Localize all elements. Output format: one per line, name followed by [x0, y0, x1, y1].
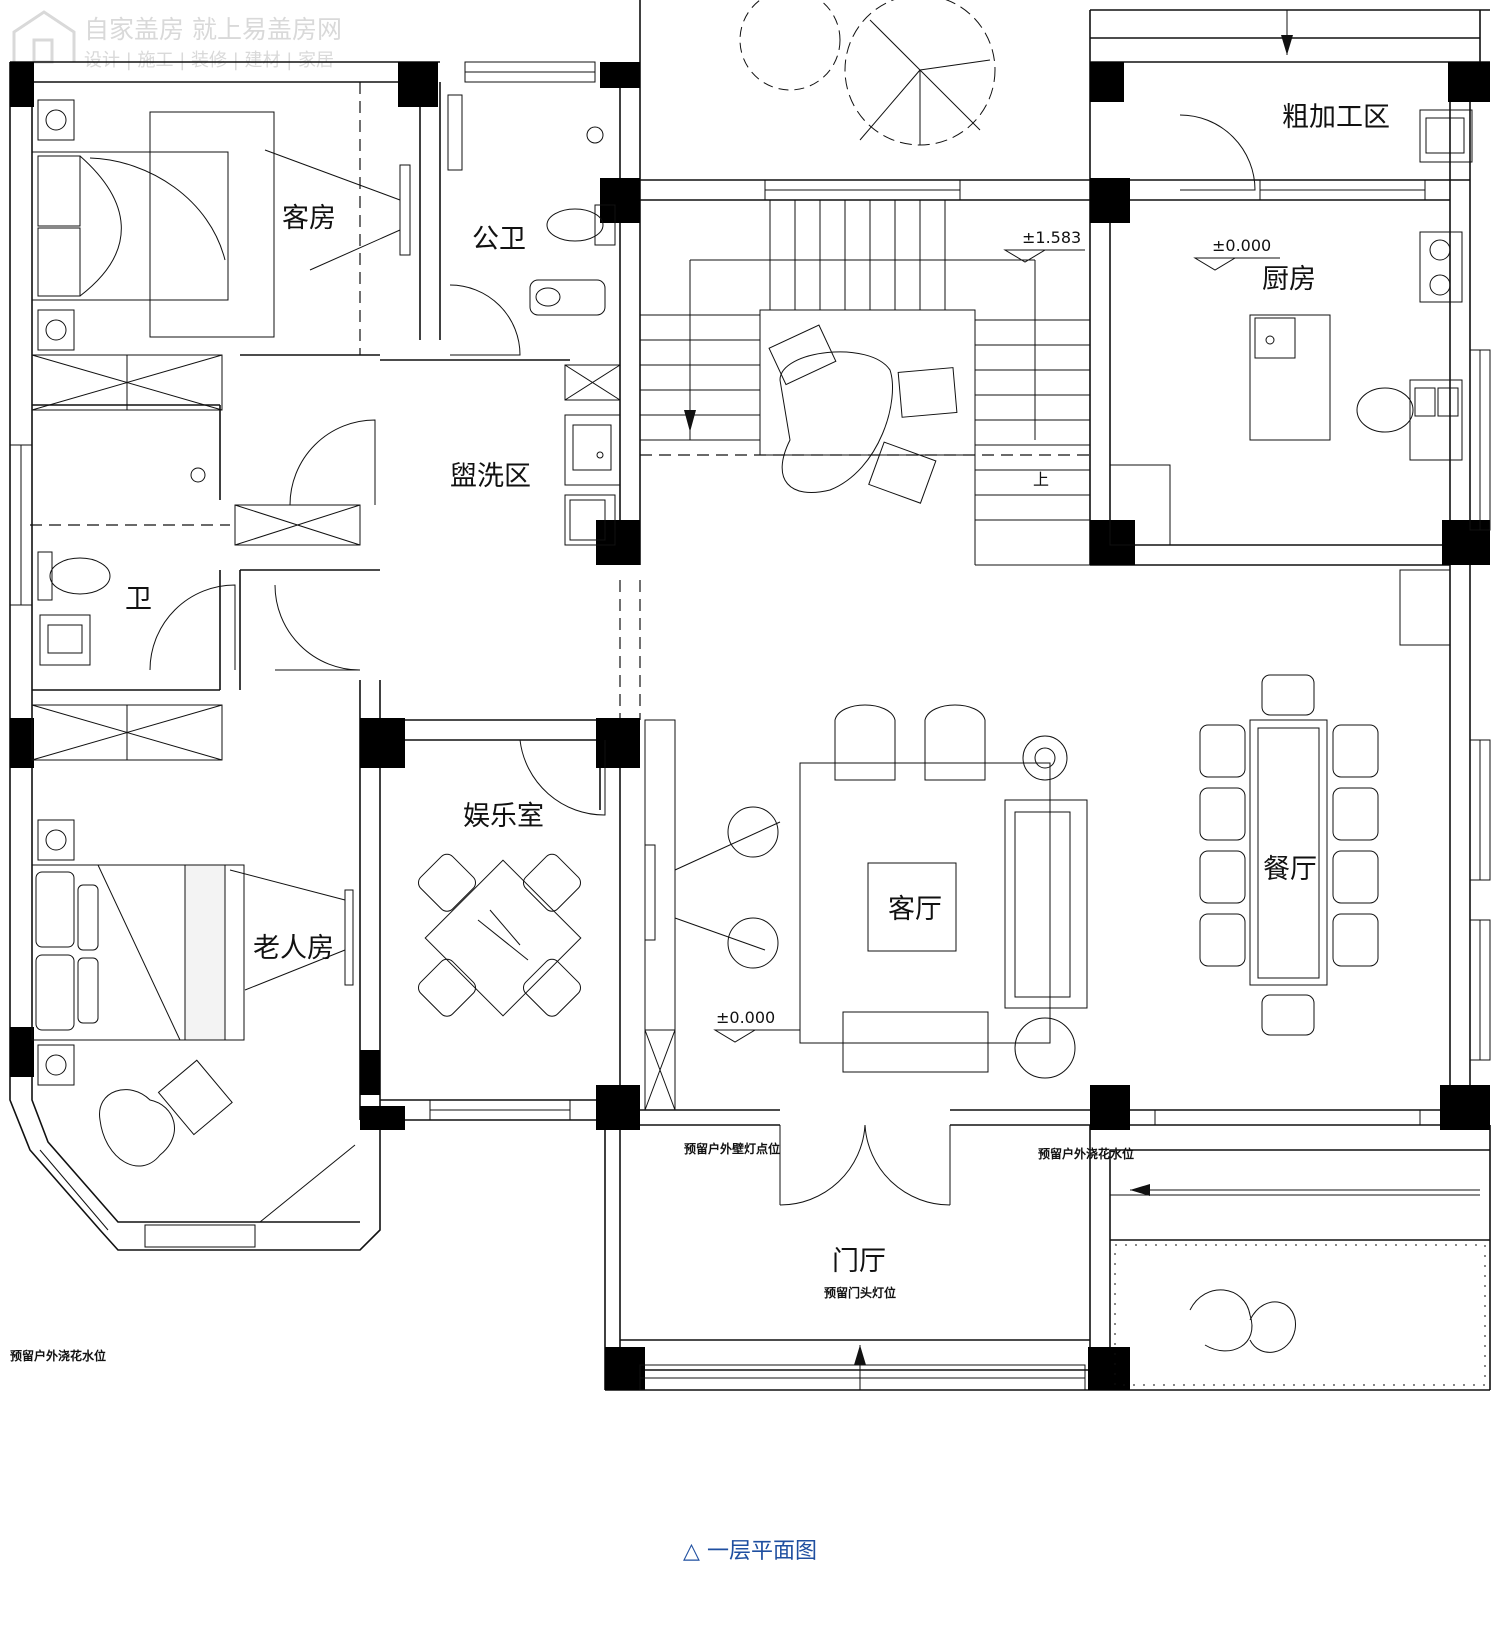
watermark-title: 自家盖房 就上易盖房网 [84, 15, 342, 44]
dining-furniture [1199, 674, 1379, 1036]
kitchen-fixtures [1109, 109, 1473, 646]
rough-processing-label: 粗加工区 [1282, 102, 1390, 133]
house-logo-icon [12, 10, 76, 64]
washing-area-label: 盥洗区 [450, 461, 531, 492]
notes: 预留户外壁灯点位 预留户外浇花水位 预留门头灯位 预留户外浇花水位 [10, 1141, 1134, 1363]
staircase [640, 200, 1090, 566]
note-flower-water-right: 预留户外浇花水位 [1038, 1146, 1134, 1161]
public-bath-label: 公卫 [472, 224, 526, 255]
room-labels: 客房 公卫 盥洗区 卫 粗加工区 厨房 娱乐室 老人房 客厅 餐厅 门厅 上 [125, 102, 1390, 1277]
windows [9, 61, 1491, 1391]
living-furniture [644, 704, 1088, 1111]
bathroom-fixtures [37, 94, 621, 666]
garden-planter [1114, 1244, 1486, 1386]
watermark-services: 设计 | 施工 | 装修 | 建材 | 家居 [84, 50, 334, 71]
note-door-light: 预留门头灯位 [824, 1285, 896, 1300]
level-stair: ±1.583 [1022, 228, 1081, 247]
note-flower-water-left: 预留户外浇花水位 [10, 1348, 106, 1363]
level-living: ±0.000 [716, 1008, 775, 1027]
elder-room-furniture [31, 704, 354, 1167]
arrows [854, 10, 1480, 1390]
bath-label: 卫 [125, 584, 152, 615]
figure-caption: △ 一层平面图 [683, 1539, 817, 1564]
level-markers: ±1.583 ±0.000 ±0.000 [713, 228, 1280, 1043]
kitchen-label: 厨房 [1262, 264, 1316, 295]
columns [10, 62, 1490, 1390]
guest-room-label: 客房 [282, 203, 336, 234]
doors [149, 114, 1256, 1206]
watermark: 自家盖房 就上易盖房网 设计 | 施工 | 装修 | 建材 | 家居 [12, 10, 342, 71]
walls [9, 0, 1491, 1391]
foyer-label: 门厅 [832, 1246, 886, 1277]
elder-room-label: 老人房 [253, 933, 334, 964]
guest-room-furniture [31, 99, 411, 411]
living-room-label: 客厅 [888, 894, 942, 925]
note-wall-light: 预留户外壁灯点位 [684, 1141, 780, 1156]
entertainment-furniture [417, 853, 582, 1017]
dining-room-label: 餐厅 [1263, 854, 1317, 885]
stair-up-label: 上 [1033, 470, 1049, 489]
tree-icon [739, 0, 996, 146]
floor-plan: 自家盖房 就上易盖房网 设计 | 施工 | 装修 | 建材 | 家居 [9, 0, 1491, 1391]
level-kitchen: ±0.000 [1212, 236, 1271, 255]
dashed-lines [30, 82, 1090, 720]
entertainment-room-label: 娱乐室 [463, 801, 544, 832]
